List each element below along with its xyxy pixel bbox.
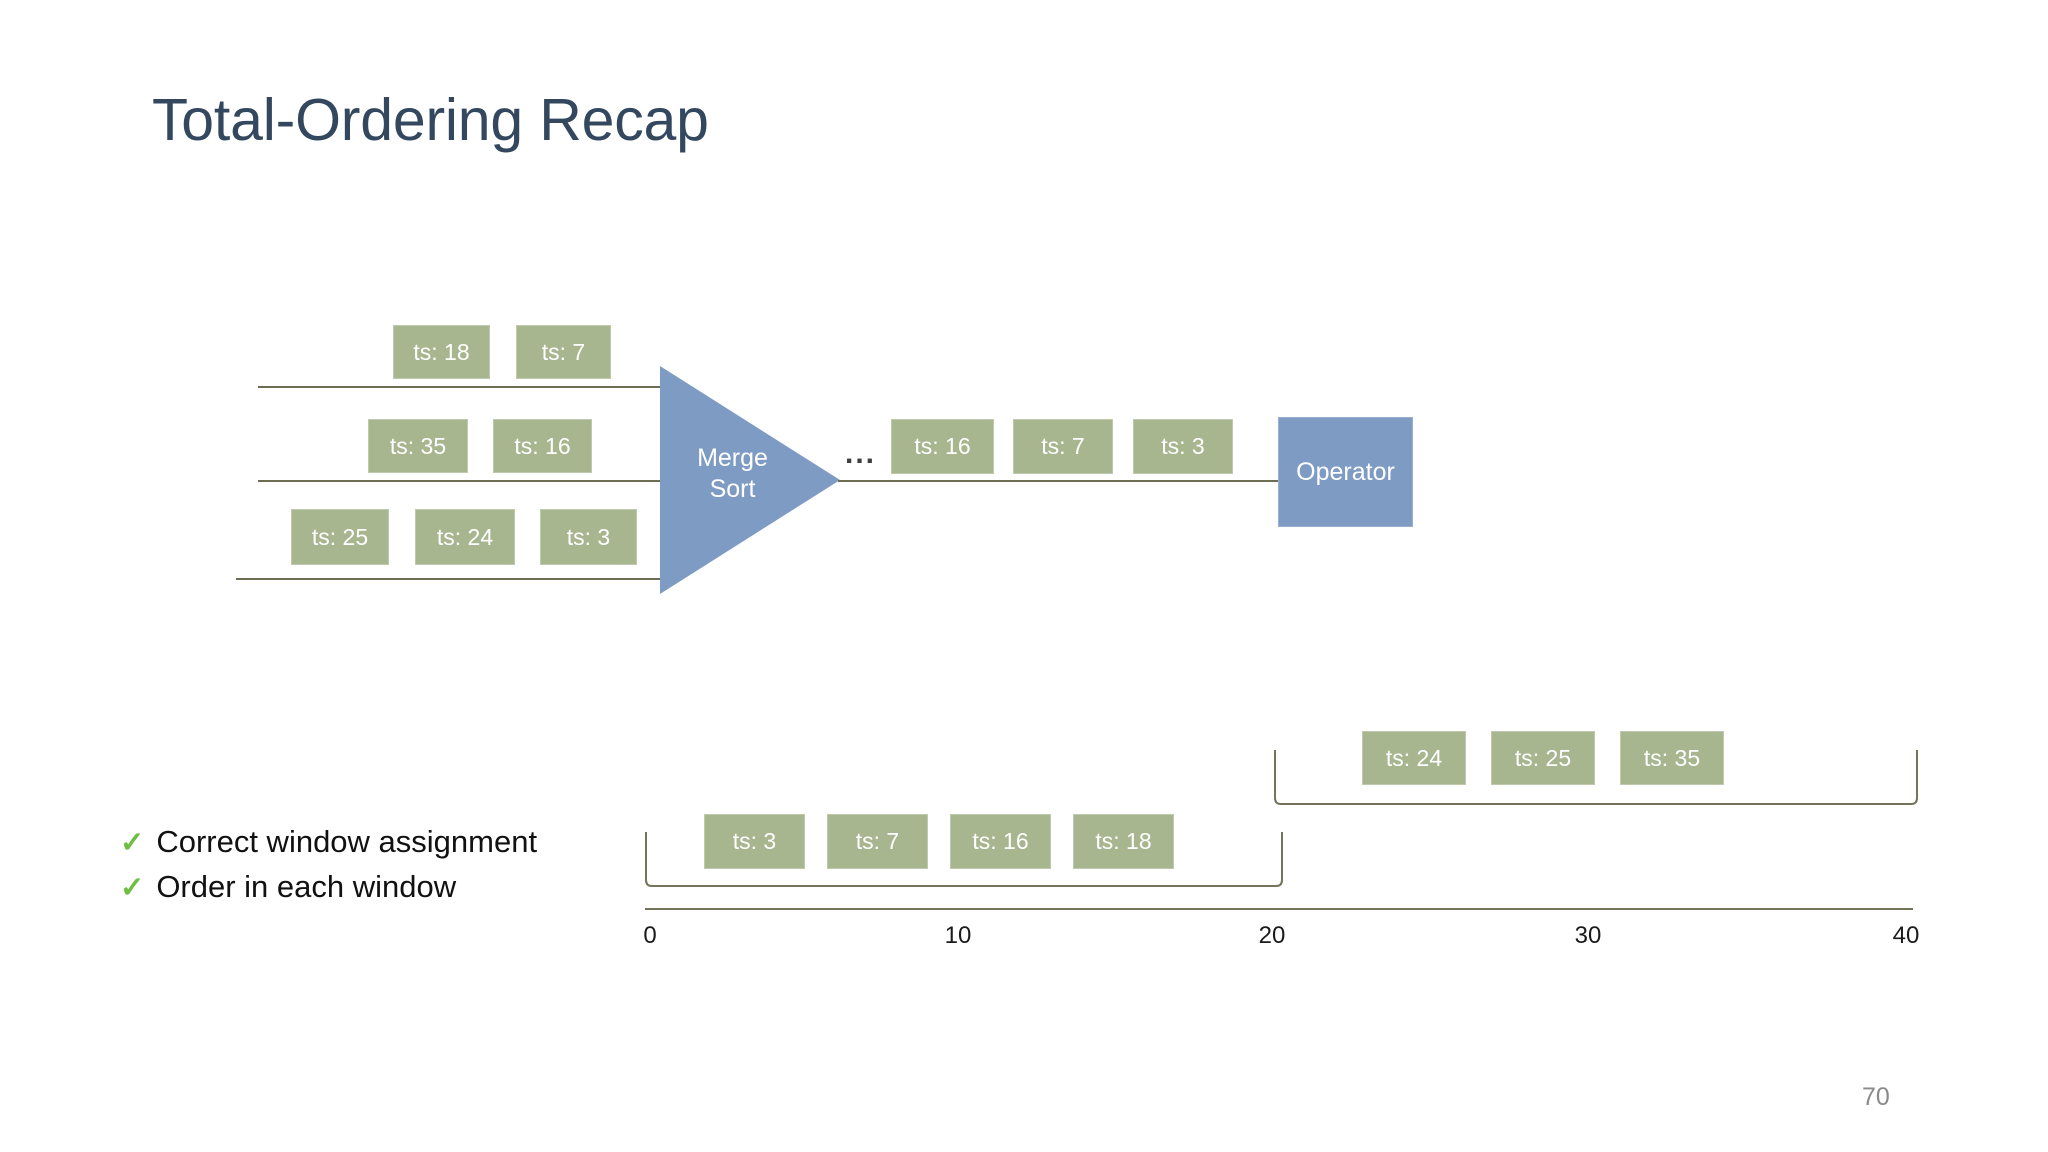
stream-2-event-1: ts: 16 — [493, 419, 592, 473]
stream-line-2 — [258, 480, 678, 482]
timeline-tick-20: 20 — [1258, 922, 1286, 949]
page-title: Total-Ordering Recap — [152, 87, 709, 153]
operator-box[interactable]: Operator — [1278, 417, 1413, 527]
window-0-20-event-0: ts: 3 — [704, 814, 805, 869]
window-20-40-event-0: ts: 24 — [1362, 731, 1466, 785]
page-number: 70 — [1862, 1083, 1890, 1111]
stream-2-event-0: ts: 35 — [368, 419, 468, 473]
output-stream-line — [838, 480, 1283, 482]
window-bracket-0-20 — [644, 832, 1284, 888]
output-event-1: ts: 7 — [1013, 419, 1113, 474]
output-event-2: ts: 3 — [1133, 419, 1233, 474]
window-0-20-event-3: ts: 18 — [1073, 814, 1174, 869]
stream-1-event-1: ts: 7 — [516, 325, 611, 379]
timeline-tick-30: 30 — [1574, 922, 1602, 949]
window-0-20-event-2: ts: 16 — [950, 814, 1051, 869]
timeline-axis — [645, 908, 1913, 910]
window-20-40-event-1: ts: 25 — [1491, 731, 1595, 785]
ellipsis-label: ... — [845, 437, 877, 470]
window-20-40-event-2: ts: 35 — [1620, 731, 1724, 785]
check-icon: ✓ — [120, 872, 145, 904]
timeline-tick-10: 10 — [944, 922, 972, 949]
window-0-20-event-1: ts: 7 — [827, 814, 928, 869]
timeline-tick-40: 40 — [1892, 922, 1920, 949]
merge-sort-triangle-icon[interactable] — [660, 366, 840, 594]
stream-1-event-0: ts: 18 — [393, 325, 490, 379]
stream-line-1 — [258, 386, 678, 388]
stream-line-3 — [236, 578, 678, 580]
timeline-tick-0: 0 — [643, 922, 657, 949]
check-icon: ✓ — [120, 827, 145, 859]
bullet-item-0: ✓ Correct window assignment — [120, 820, 537, 865]
output-event-0: ts: 16 — [891, 419, 994, 474]
bullet-item-1: ✓ Order in each window — [120, 865, 537, 910]
window-bracket-20-40 — [1273, 750, 1919, 806]
bullet-list: ✓ Correct window assignment ✓ Order in e… — [120, 820, 537, 910]
bullet-label-0: Correct window assignment — [156, 824, 538, 859]
stream-3-event-2: ts: 3 — [540, 509, 637, 565]
stream-3-event-1: ts: 24 — [415, 509, 515, 565]
bullet-label-1: Order in each window — [156, 869, 457, 904]
stream-3-event-0: ts: 25 — [291, 509, 389, 565]
